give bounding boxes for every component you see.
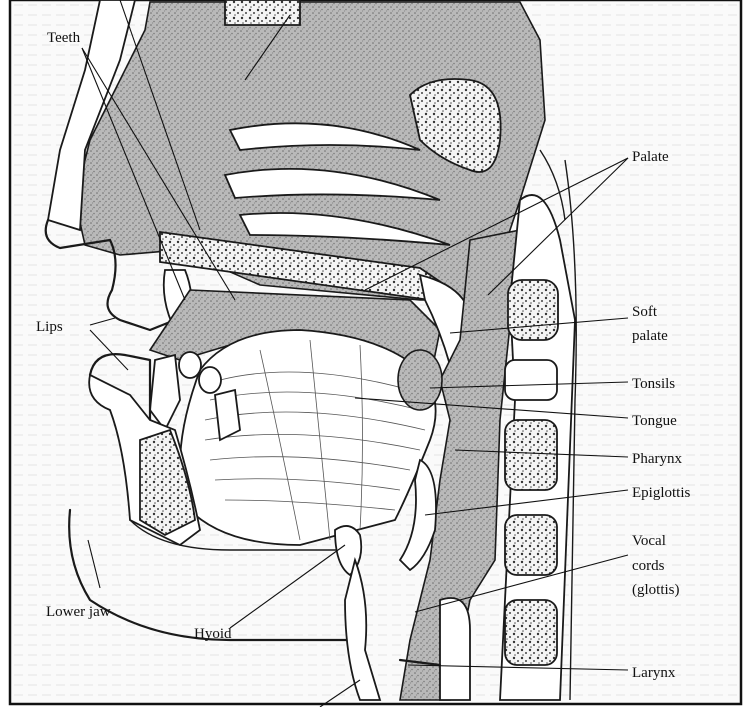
- label-soft-palate-2: palate: [632, 328, 668, 344]
- larynx-structure: [440, 598, 470, 700]
- vertebrae: [505, 280, 558, 665]
- label-epiglottis: Epiglottis: [632, 485, 691, 501]
- label-larynx: Larynx: [632, 665, 676, 681]
- label-teeth: Teeth: [47, 30, 81, 46]
- label-vocal-2: cords: [632, 558, 665, 574]
- label-vocal-1: Vocal: [632, 533, 666, 549]
- cranial-bone: [225, 0, 300, 25]
- label-lower-jaw: Lower jaw: [46, 604, 111, 620]
- label-hyoid: Hyoid: [194, 626, 232, 642]
- label-vocal-3: (glottis): [632, 582, 680, 598]
- label-tonsils: Tonsils: [632, 376, 675, 392]
- label-lips: Lips: [36, 319, 63, 335]
- label-pharynx: Pharynx: [632, 451, 682, 467]
- tonsil: [398, 350, 442, 410]
- label-palate: Palate: [632, 149, 669, 165]
- label-soft-palate-1: Soft: [632, 304, 658, 320]
- label-tongue: Tongue: [632, 413, 677, 429]
- tongue: [180, 330, 436, 545]
